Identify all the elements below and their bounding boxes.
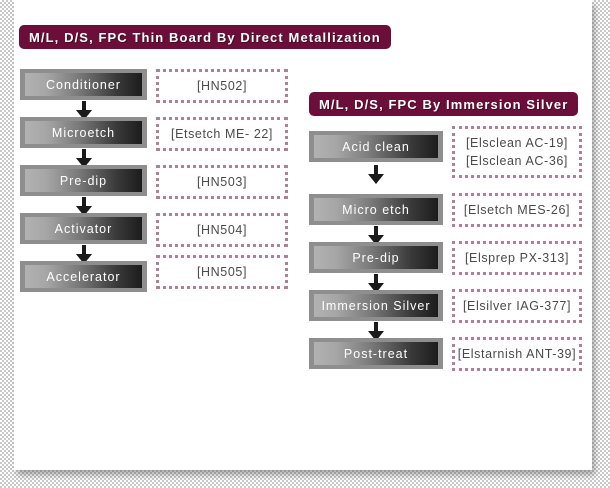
process-box-label: Acid clean (314, 135, 438, 158)
flow-arrow (368, 165, 384, 185)
chemical-box-accelerator: [HN505] (156, 255, 288, 289)
process-box-label: Immersion Silver (314, 294, 438, 317)
flow-arrow (76, 245, 92, 265)
process-box-label: Post-treat (314, 342, 438, 365)
chemical-label: [Elsetch MES-26] (463, 202, 571, 217)
process-box-label: Micro etch (314, 198, 438, 221)
left-section-title: M/L, D/S, FPC Thin Board By Direct Metal… (19, 25, 391, 49)
process-box-label: Microetch (25, 121, 142, 144)
chemical-box-pre-dip: [HN503] (156, 165, 288, 199)
flow-arrow (76, 101, 92, 121)
process-box-micro-etch[interactable]: Micro etch (309, 194, 443, 225)
content-panel: M/L, D/S, FPC Thin Board By Direct Metal… (14, 0, 592, 470)
chemical-box-conditioner: [HN502] (156, 69, 288, 103)
chemical-label: [HN505] (196, 264, 248, 279)
chemical-label: [Elstarnish ANT-39] (457, 346, 577, 361)
chemical-box-microetch: [Etsetch ME- 22] (156, 117, 288, 151)
process-box-pre-dip[interactable]: Pre-dip (20, 165, 147, 196)
chemical-box-acid-clean: [Elsclean AC-19] [Elsclean AC-36] (452, 126, 582, 178)
process-box-label: Activator (25, 217, 142, 240)
process-box-pre-dip-right[interactable]: Pre-dip (309, 242, 443, 273)
process-box-microetch[interactable]: Microetch (20, 117, 147, 148)
flow-arrow (368, 322, 384, 342)
chemical-box-pre-dip-right: [Elsprep PX-313] (452, 241, 582, 275)
chemical-label: [HN503] (196, 174, 248, 189)
chemical-label: [Elsclean AC-36] (465, 154, 568, 168)
chemical-label: [Etsetch ME- 22] (171, 126, 273, 141)
chemical-label: [Elsclean AC-19] (465, 135, 568, 150)
chemical-box-activator: [HN504] (156, 213, 288, 247)
flow-arrow (368, 226, 384, 246)
process-box-acid-clean[interactable]: Acid clean (309, 131, 443, 162)
chemical-label: [Elsilver IAG-377] (462, 298, 572, 313)
process-box-label: Pre-dip (314, 246, 438, 269)
process-box-conditioner[interactable]: Conditioner (20, 69, 147, 100)
chemical-label: [HN504] (196, 222, 248, 237)
process-box-activator[interactable]: Activator (20, 213, 147, 244)
flow-arrow (368, 274, 384, 294)
process-box-post-treat[interactable]: Post-treat (309, 338, 443, 369)
process-box-accelerator[interactable]: Accelerator (20, 261, 147, 292)
chemical-box-immersion-silver: [Elsilver IAG-377] (452, 289, 582, 323)
right-section-title: M/L, D/S, FPC By Immersion Silver (309, 92, 579, 116)
flow-arrow (76, 149, 92, 169)
chemical-label: [HN502] (196, 78, 248, 93)
process-box-immersion-silver[interactable]: Immersion Silver (309, 290, 443, 321)
process-box-label: Conditioner (25, 73, 142, 96)
process-box-label: Accelerator (25, 265, 142, 288)
flow-arrow (76, 197, 92, 217)
chemical-box-micro-etch: [Elsetch MES-26] (452, 193, 582, 227)
chemical-label: [Elsprep PX-313] (464, 250, 570, 265)
chemical-box-post-treat: [Elstarnish ANT-39] (452, 337, 582, 371)
process-box-label: Pre-dip (25, 169, 142, 192)
